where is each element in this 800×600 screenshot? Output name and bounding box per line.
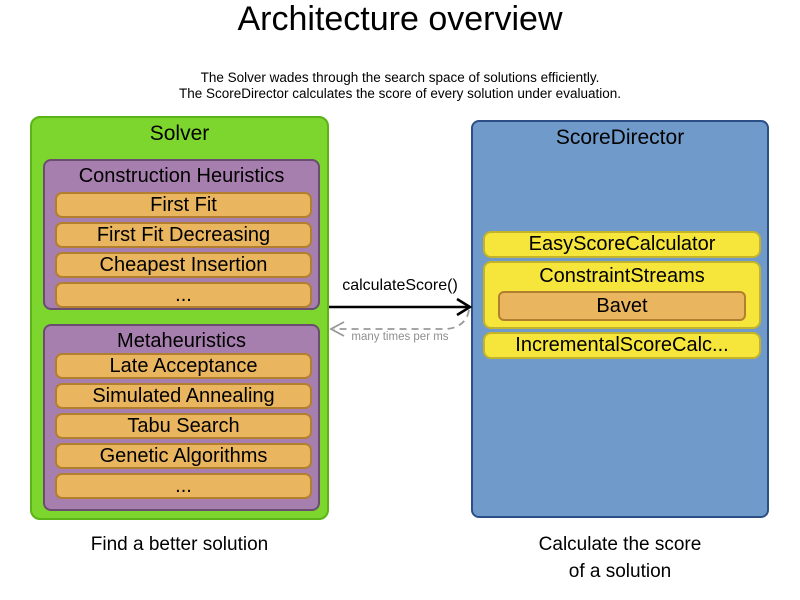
- construction-heuristics-items: First Fit First Fit Decreasing Cheapest …: [55, 192, 312, 308]
- calculate-score-arrow-icon: [329, 297, 473, 337]
- arrow-frequency-label: many times per ms: [351, 331, 449, 343]
- score-calculator-items: EasyScoreCalculator ConstraintStreams Ba…: [483, 231, 761, 359]
- construction-heuristics-box: Construction Heuristics First Fit First …: [43, 159, 320, 310]
- heuristic-item: First Fit: [55, 192, 312, 218]
- metaheuristics-items: Late Acceptance Simulated Annealing Tabu…: [55, 353, 312, 499]
- bavet-item: Bavet: [498, 291, 746, 321]
- constraint-streams-label: ConstraintStreams: [539, 264, 705, 287]
- solver-box: Solver Construction Heuristics First Fit…: [30, 116, 329, 520]
- calculator-item-easy: EasyScoreCalculator: [483, 231, 761, 258]
- heuristic-item-ellipsis: ...: [55, 282, 312, 308]
- dashed-return-arrow-head-icon: [329, 321, 345, 337]
- score-director-caption: Calculate the score of a solution: [471, 531, 769, 585]
- solver-caption: Find a better solution: [90, 534, 269, 555]
- score-director-box: ScoreDirector EasyScoreCalculator Constr…: [471, 120, 769, 518]
- subtitle-line-1: The Solver wades through the search spac…: [200, 70, 600, 85]
- subtitle-line-2: The ScoreDirector calculates the score o…: [179, 86, 621, 101]
- heuristic-item: First Fit Decreasing: [55, 222, 312, 248]
- calculate-score-label: calculateScore(): [342, 277, 458, 294]
- metaheuristics-label: Metaheuristics: [117, 330, 246, 352]
- dashed-return-arrow-line: [334, 309, 470, 330]
- solid-arrow-head-icon: [456, 297, 473, 317]
- metaheuristic-item: Late Acceptance: [55, 353, 312, 379]
- score-director-label: ScoreDirector: [555, 126, 685, 149]
- metaheuristic-item: Simulated Annealing: [55, 383, 312, 409]
- calculator-item-constraint-streams: ConstraintStreams Bavet: [483, 261, 761, 329]
- metaheuristic-item: Tabu Search: [55, 413, 312, 439]
- construction-heuristics-label: Construction Heuristics: [78, 165, 285, 187]
- page-title: Architecture overview: [237, 0, 563, 38]
- heuristic-item: Cheapest Insertion: [55, 252, 312, 278]
- metaheuristics-box: Metaheuristics Late Acceptance Simulated…: [43, 324, 320, 511]
- score-director-caption-line-2: of a solution: [568, 561, 672, 582]
- metaheuristic-item-ellipsis: ...: [55, 473, 312, 499]
- calculator-item-incremental: IncrementalScoreCalc...: [483, 332, 761, 359]
- solver-label: Solver: [149, 122, 210, 145]
- metaheuristic-item: Genetic Algorithms: [55, 443, 312, 469]
- score-director-caption-line-1: Calculate the score: [538, 534, 702, 555]
